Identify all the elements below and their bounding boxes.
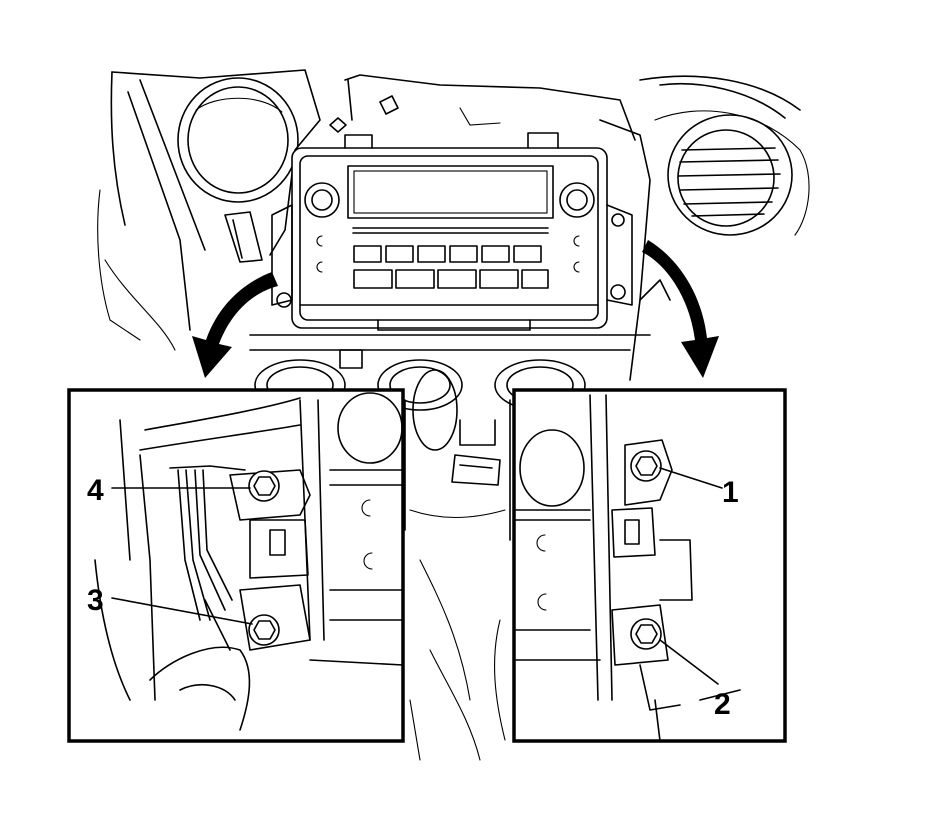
bolt-3 xyxy=(248,614,280,646)
callout-1-leader xyxy=(659,467,723,489)
right-detail-inset xyxy=(512,388,787,743)
callout-3-label: 3 xyxy=(87,584,104,617)
bolt-2 xyxy=(630,618,662,650)
left-detail-inset xyxy=(67,388,405,743)
radio-unit xyxy=(271,132,633,331)
right-removal-arrow xyxy=(642,240,719,378)
bolt-1 xyxy=(630,450,662,482)
callout-1-label: 1 xyxy=(722,476,739,509)
left-removal-arrow xyxy=(192,272,278,378)
dashboard-overview xyxy=(97,69,810,761)
callout-3-leader xyxy=(111,597,253,625)
callout-2-label: 2 xyxy=(714,688,731,721)
callout-2-leader xyxy=(659,639,719,685)
bolt-4 xyxy=(248,470,280,502)
callout-4-label: 4 xyxy=(87,474,104,507)
